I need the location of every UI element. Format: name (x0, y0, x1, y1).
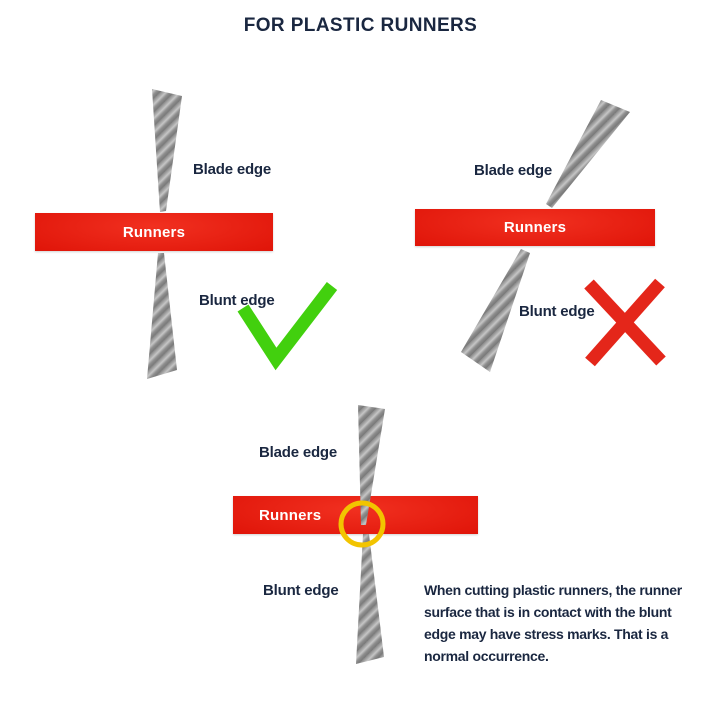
runner-bar-label: Runners (503, 219, 567, 236)
blade-edge-label-closeup: Blade edge (259, 444, 338, 461)
cross-mark-icon (584, 278, 666, 367)
blade-edge-label-correct: Blade edge (193, 161, 272, 178)
runner-bar-correct: Runners (35, 213, 273, 251)
blade-top-closeup (358, 405, 385, 525)
page-title: FOR PLASTIC RUNNERS (243, 15, 478, 36)
check-mark-icon (237, 282, 338, 371)
blade-top-correct (152, 89, 182, 212)
runner-bar-label: Runners (259, 506, 322, 524)
blunt-edge-label-incorrect: Blunt edge (519, 303, 595, 320)
runner-bar-incorrect: Runners (415, 209, 655, 246)
blade-edge-label-incorrect: Blade edge (474, 162, 553, 179)
runner-bar-label: Runners (122, 223, 186, 241)
blunt-edge-label-correct: Blunt edge (199, 292, 275, 309)
blade-bottom-closeup (356, 534, 384, 664)
blunt-edge-label-closeup: Blunt edge (263, 582, 339, 599)
blade-bottom-incorrect (461, 249, 530, 372)
closeup-note: When cutting plastic runners, the runner… (424, 582, 682, 664)
blade-bottom-correct (147, 253, 177, 379)
blade-top-incorrect (546, 100, 630, 208)
highlight-circle-icon (338, 500, 386, 548)
